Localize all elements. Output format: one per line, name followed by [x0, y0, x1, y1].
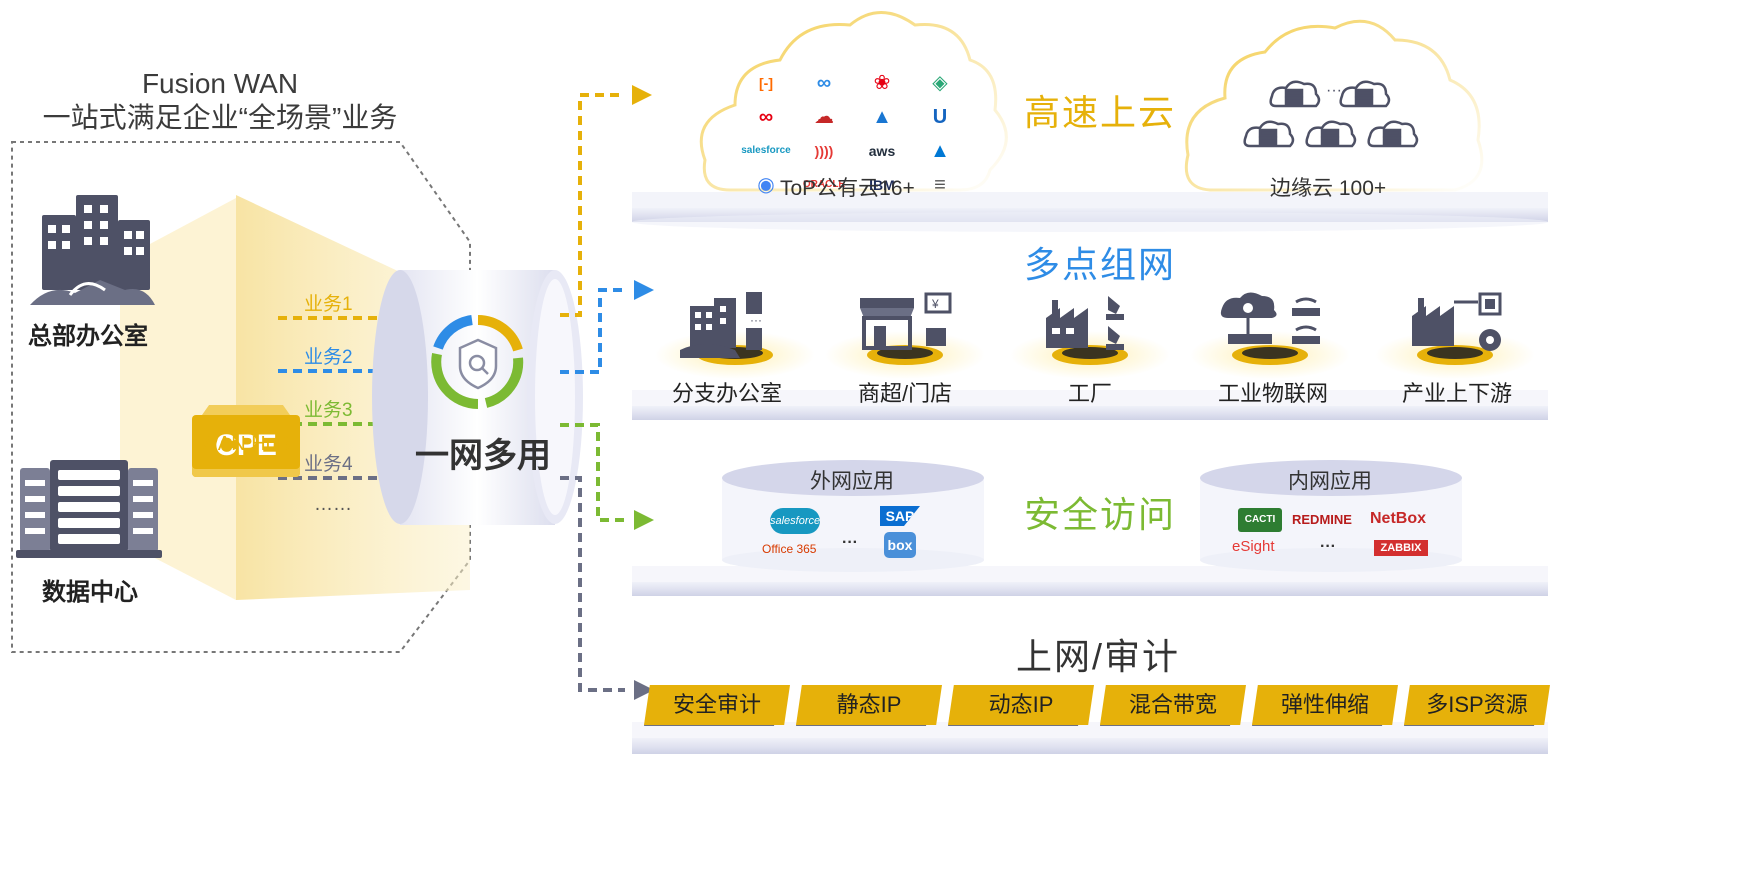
app-salesforce-logo: salesforce: [770, 508, 820, 534]
route-arrowheads: [632, 85, 654, 700]
hub-label: 一网多用: [415, 437, 551, 475]
feature-tag-security-audit: 安全审计: [644, 685, 790, 725]
cloud-provider-logo: ❀: [873, 72, 891, 94]
service-label-2: 业务2: [304, 347, 353, 368]
public-cloud-shape: [699, 11, 1008, 192]
service-label-3: 业务3: [304, 400, 353, 421]
external-apps-db: [722, 460, 984, 572]
feature-tag-dynamic-ip: 动态IP: [948, 685, 1094, 725]
app-netbox-logo: NetBox: [1370, 510, 1427, 527]
site-label-supply-chain: 产业上下游: [1402, 381, 1513, 406]
factory-icon: [1046, 296, 1124, 350]
external-apps-more: ···: [842, 534, 858, 551]
app-box-logo: box: [884, 532, 916, 558]
hq-building-icon: [30, 195, 155, 305]
cpe-device: CPE: [192, 415, 300, 477]
cpe-badge: CPE: [215, 429, 277, 462]
cpe-subtitle: WAN HuB: [199, 433, 291, 455]
output-routes: [560, 93, 625, 692]
feature-tag-static-ip: 静态IP: [796, 685, 942, 725]
hq-label: 总部办公室: [28, 323, 148, 350]
public-cloud-label: ToP公有云16+: [780, 177, 915, 200]
cloud-provider-logo: ≡: [934, 174, 946, 196]
service-label-1: 业务1: [304, 294, 353, 315]
svg-text:···: ···: [750, 313, 762, 327]
cloud-provider-logo: IBM: [869, 177, 895, 193]
edge-cloud-label: 边缘云 100+: [1270, 177, 1387, 200]
cloud-provider-logo: ∞: [758, 106, 774, 128]
cloud-provider-logo: ☁: [814, 106, 834, 128]
app-cacti-logo: CACTI: [1238, 508, 1282, 532]
feature-tag-multi-isp: 多ISP资源: [1404, 685, 1550, 725]
feature-tag-hybrid-bandwidth: 混合带宽: [1100, 685, 1246, 725]
site-label-branch: 分支办公室: [672, 381, 783, 406]
hub-security-icon: [431, 315, 524, 409]
edge-cloud-shape: [1184, 19, 1484, 192]
external-apps-label: 外网应用: [810, 470, 894, 493]
cloud-provider-logo: ▲: [872, 106, 892, 128]
cloud-provider-logo: ◉: [757, 174, 775, 196]
app-zabbix-logo: ZABBIX: [1374, 540, 1428, 556]
cloud-provider-logo: [-]: [759, 75, 773, 91]
header-subtitle: 一站式满足企业“全场景”业务: [42, 102, 398, 133]
cloud-provider-logo: ◈: [932, 72, 948, 94]
enterprise-boundary: [11, 141, 471, 653]
app-redmine-logo: REDMINE: [1292, 512, 1352, 527]
cloud-provider-logo: aws: [868, 143, 896, 159]
site-label-store: 商超/门店: [858, 381, 953, 406]
iiot-icon: [1220, 292, 1320, 344]
section-title-cloud: 高速上云: [1024, 92, 1177, 133]
cloud-provider-logo: salesforce: [741, 145, 791, 156]
branch-office-icon: ···: [680, 292, 762, 358]
app-esight-logo: eSight: [1232, 538, 1275, 555]
site-label-factory: 工厂: [1068, 381, 1113, 406]
service-label-4: 业务4: [304, 454, 353, 475]
app-office365-logo: Office 365: [762, 542, 817, 556]
supply-chain-icon: [1412, 292, 1502, 351]
hub-cylinder: [372, 270, 583, 525]
section-title-multipoint: 多点组网: [1024, 244, 1177, 285]
cloud-provider-logo: )))): [814, 143, 834, 159]
edge-more: ···: [1326, 82, 1342, 99]
section-title-internet: 上网/审计: [1016, 636, 1181, 677]
service-more: ……: [314, 494, 352, 515]
section-title-secure: 安全访问: [1024, 494, 1177, 535]
edge-node-icons: [1243, 80, 1419, 148]
header-title: Fusion WAN: [141, 68, 299, 99]
cloud-provider-logo: ∞: [816, 72, 832, 94]
cloud-provider-logo: ▲: [930, 140, 950, 162]
internal-apps-label: 内网应用: [1288, 470, 1372, 493]
site-pads: [655, 331, 1535, 379]
feature-tag-elastic-scaling: 弹性伸缩: [1252, 685, 1398, 725]
cloud-provider-logo: ORACLE: [802, 179, 846, 190]
datacenter-server-icon: [16, 460, 162, 558]
internal-apps-more: ···: [1320, 538, 1336, 555]
site-label-iiot: 工业物联网: [1218, 381, 1329, 406]
cloud-provider-logo: U: [932, 106, 948, 128]
svg-text:¥: ¥: [931, 297, 939, 311]
datacenter-label: 数据中心: [42, 579, 138, 606]
store-icon: ¥: [860, 292, 952, 350]
